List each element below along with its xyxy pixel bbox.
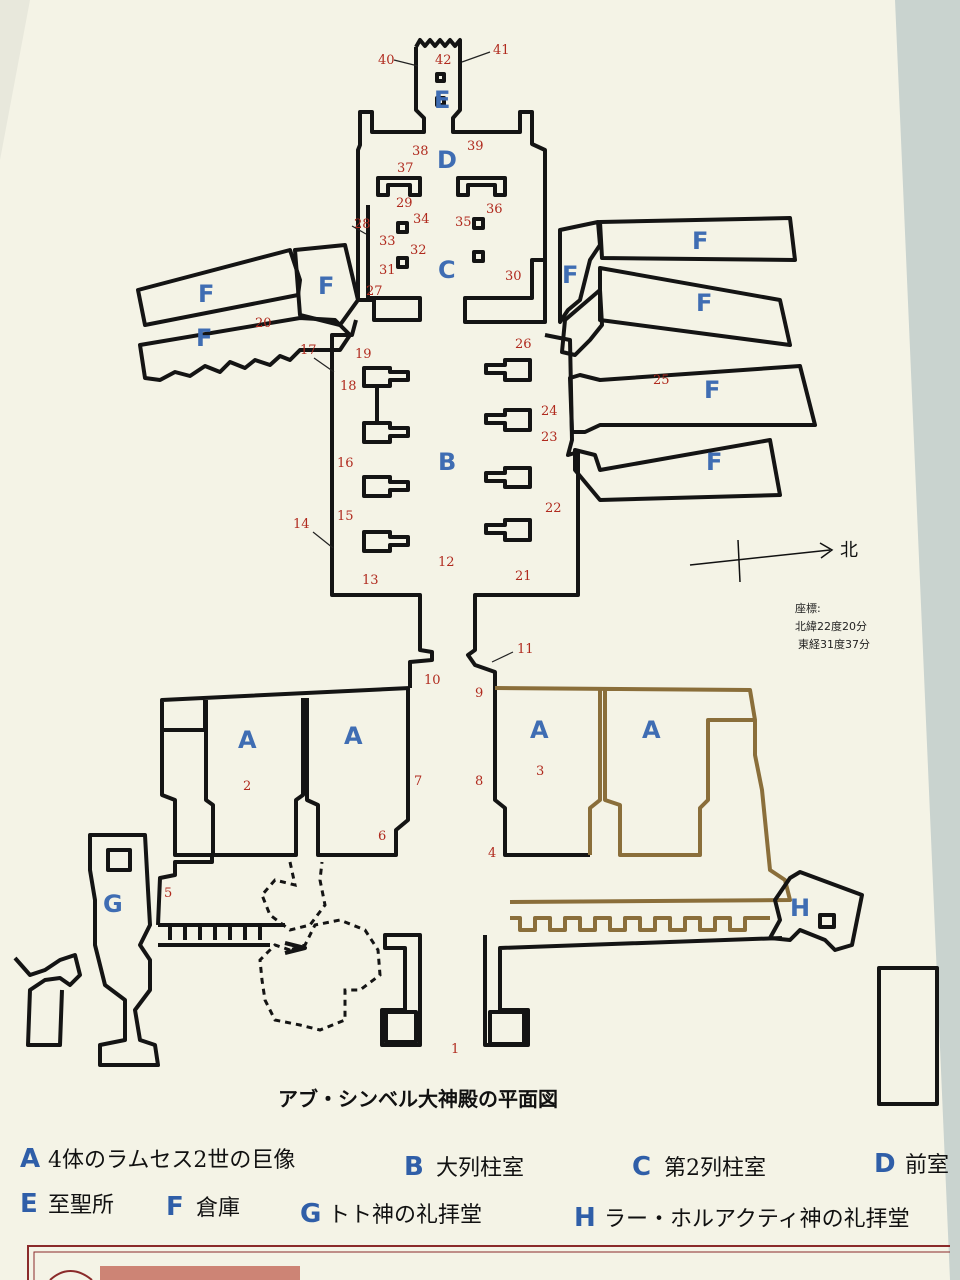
north-arrow: 北 xyxy=(689,539,858,583)
room-number: 6 xyxy=(378,829,386,844)
room-number: 21 xyxy=(515,569,532,584)
room-number: 26 xyxy=(515,337,532,352)
room-number: 20 xyxy=(255,316,272,331)
zone-letter-F: F xyxy=(198,280,214,308)
legend-letter-B: B xyxy=(404,1152,424,1182)
room-number: 36 xyxy=(486,202,503,217)
room-number: 16 xyxy=(337,456,354,471)
legend-text-G: トト神の礼拝堂 xyxy=(328,1203,482,1228)
legend: A 4体のラムセス2世の巨像 B 大列柱室 C 第2列柱室 D 前室 E 至聖所… xyxy=(20,1144,949,1233)
room-number: 42 xyxy=(435,53,452,68)
zone-letter-C: C xyxy=(438,256,456,284)
legend-text-H: ラー・ホルアクティ神の礼拝堂 xyxy=(604,1207,910,1232)
plan-title: アブ・シンベル大神殿の平面図 xyxy=(278,1087,558,1111)
room-number: 1 xyxy=(451,1042,459,1057)
room-number: 3 xyxy=(536,764,544,779)
zone-letter-G: G xyxy=(103,890,123,918)
zone-letters: E D C B F F F F F F F F A A A A G H xyxy=(103,86,810,922)
room-number: 37 xyxy=(397,161,414,176)
coordinates-longitude: 東経31度37分 xyxy=(798,637,870,651)
room-number: 29 xyxy=(396,196,413,211)
zone-letter-F: F xyxy=(562,261,578,289)
room-number: 40 xyxy=(378,53,395,68)
zone-letter-F: F xyxy=(692,227,708,255)
zone-letter-H: H xyxy=(790,894,810,922)
room-number: 19 xyxy=(355,347,372,362)
room-number: 41 xyxy=(493,43,510,58)
zone-letter-D: D xyxy=(437,146,457,174)
legend-letter-E: E xyxy=(20,1189,38,1219)
room-number: 28 xyxy=(354,217,371,232)
room-number: 25 xyxy=(653,373,670,388)
room-number: 17 xyxy=(300,343,317,358)
room-number: 12 xyxy=(438,555,455,570)
room-number: 4 xyxy=(488,846,496,861)
zone-letter-A: A xyxy=(530,716,549,744)
legend-letter-D: D xyxy=(874,1149,896,1179)
chapel-ra-horakhty xyxy=(768,870,939,1106)
room-number: 13 xyxy=(362,573,379,588)
zone-letter-F: F xyxy=(318,272,334,300)
leader-lines xyxy=(312,51,514,663)
bottom-frame xyxy=(27,1245,950,1280)
room-number: 8 xyxy=(475,774,483,789)
zone-letter-B: B xyxy=(438,448,456,476)
room-number: 33 xyxy=(379,234,396,249)
legend-letter-C: C xyxy=(632,1152,651,1182)
zone-letter-E: E xyxy=(434,86,450,114)
facade-right xyxy=(483,686,792,1047)
legend-text-D: 前室 xyxy=(905,1153,949,1178)
chapel-thoth xyxy=(13,833,160,1067)
room-number: 39 xyxy=(467,139,484,154)
room-number: 34 xyxy=(413,212,430,227)
room-number: 35 xyxy=(455,215,472,230)
room-number: 11 xyxy=(517,642,534,657)
coordinates-latitude: 北緯22度20分 xyxy=(795,619,867,633)
room-number: 2 xyxy=(243,779,251,794)
zone-letter-F: F xyxy=(706,448,722,476)
room-number: 23 xyxy=(541,430,558,445)
north-label: 北 xyxy=(840,540,858,561)
legend-text-F: 倉庫 xyxy=(196,1196,240,1221)
zone-letter-F: F xyxy=(696,289,712,317)
facade-left xyxy=(156,686,411,947)
zone-letter-A: A xyxy=(238,726,257,754)
coordinates-note: 座標: 北緯22度20分 東経31度37分 xyxy=(795,601,870,651)
legend-text-C: 第2列柱室 xyxy=(664,1156,766,1181)
room-number: 9 xyxy=(475,686,483,701)
legend-letter-A: A xyxy=(20,1144,40,1174)
zone-letter-F: F xyxy=(196,324,212,352)
room-number: 18 xyxy=(340,379,357,394)
room-number: 5 xyxy=(164,886,172,901)
legend-text-E: 至聖所 xyxy=(48,1193,114,1218)
coordinates-heading: 座標: xyxy=(795,601,821,615)
room-number: 31 xyxy=(379,263,396,278)
room-number: 22 xyxy=(545,501,562,516)
room-number: 27 xyxy=(366,284,383,299)
room-numbers: 1 2 3 4 5 6 7 8 9 10 11 12 13 14 15 16 1… xyxy=(164,43,670,1057)
room-number: 14 xyxy=(293,517,310,532)
room-number: 32 xyxy=(410,243,427,258)
legend-letter-G: G xyxy=(300,1199,321,1229)
room-number: 15 xyxy=(337,509,354,524)
legend-text-B: 大列柱室 xyxy=(436,1156,524,1181)
room-number: 38 xyxy=(412,144,429,159)
sanctuary-outline xyxy=(356,38,547,324)
legend-letter-H: H xyxy=(574,1203,596,1233)
room-number: 7 xyxy=(414,774,422,789)
legend-letter-F: F xyxy=(166,1192,184,1222)
room-number: 10 xyxy=(424,673,441,688)
legend-text-A: 4体のラムセス2世の巨像 xyxy=(48,1148,295,1173)
hypostyle-hall-outline xyxy=(330,319,580,688)
zone-letter-A: A xyxy=(344,722,363,750)
terrace xyxy=(258,861,422,1047)
zone-letter-F: F xyxy=(704,376,720,404)
room-number: 30 xyxy=(505,269,522,284)
room-number: 24 xyxy=(541,404,558,419)
zone-letter-A: A xyxy=(642,716,661,744)
